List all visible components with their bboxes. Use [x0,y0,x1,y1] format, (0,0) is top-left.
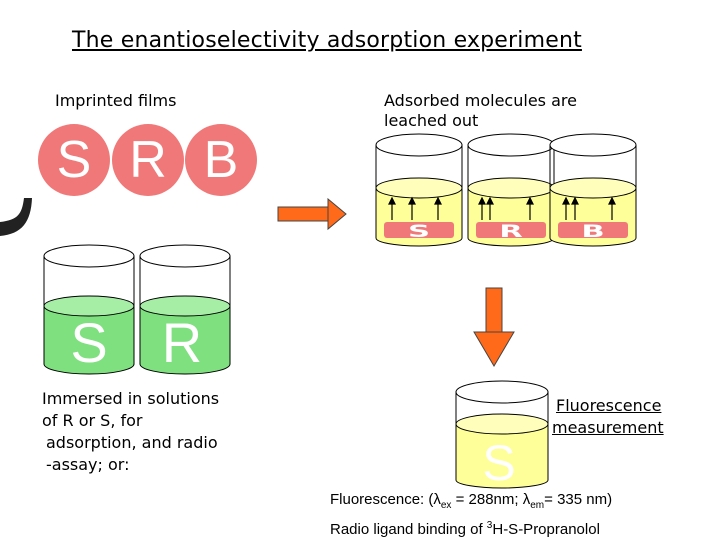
fluorescence-label-line-2: measurement [552,418,664,437]
fluorescence-beaker-s: S [455,380,549,491]
lambda-em-symbol: λ [522,491,531,508]
immersion-text-line-3: adsorption, and radio [46,433,218,452]
leached-beaker-b-label: B [581,221,604,241]
fluorescence-beaker-label: S [482,435,515,491]
lambda-ex-sub: ex [440,500,452,511]
leached-beaker-b: B [549,133,637,247]
immersion-text-line-1: Immersed in solutions [42,389,220,408]
immersion-beaker-r-label: R [162,311,202,374]
page-title: The enantioselectivity adsorption experi… [72,28,582,53]
imprinted-films-label: Imprinted films [55,91,177,110]
lambda-ex-symbol: λ [433,491,441,508]
leached-text-line-2: leached out [384,111,479,130]
fluorescence-label-line-1: Fluorescence [556,396,662,415]
immersion-text-line-2: of R or S, for [42,411,143,430]
fluorescence-wavelengths: Fluorescence: (λex = 288nm; λem= 335 nm) [330,490,612,516]
lambda-ex-value: = 288nm; [451,491,523,508]
imprinted-circle-r: R [112,124,184,196]
radio-ligand-line: Radio ligand binding of 3H-S-Propranolol [330,516,600,540]
lambda-em-value: = 335 nm) [544,491,613,508]
fluor-prefix: Fluorescence: ( [330,491,434,508]
down-arrow-icon [473,287,515,367]
leached-beaker-s-label: S [408,221,430,241]
immersion-beaker-r: R [139,244,231,375]
imprinted-circle-b: B [185,124,257,196]
leached-beaker-r: R [467,133,555,247]
immersion-text-line-4: -assay; or: [46,455,130,474]
immersion-beaker-s-label: S [70,311,107,374]
radio-prefix: Radio ligand binding of [330,521,487,538]
radio-suffix: H-S-Propranolol [492,521,600,538]
leached-beaker-s: S [375,133,463,247]
right-arrow-icon [277,197,347,231]
leached-text-line-1: Adsorbed molecules are [384,91,577,110]
curved-arrow-icon [0,198,32,236]
immersion-beaker-s: S [43,244,135,375]
imprinted-circle-s: S [38,124,110,196]
leached-beaker-r-label: R [499,221,523,241]
radio-sup: 3 [486,520,493,531]
lambda-em-sub: em [530,500,545,511]
